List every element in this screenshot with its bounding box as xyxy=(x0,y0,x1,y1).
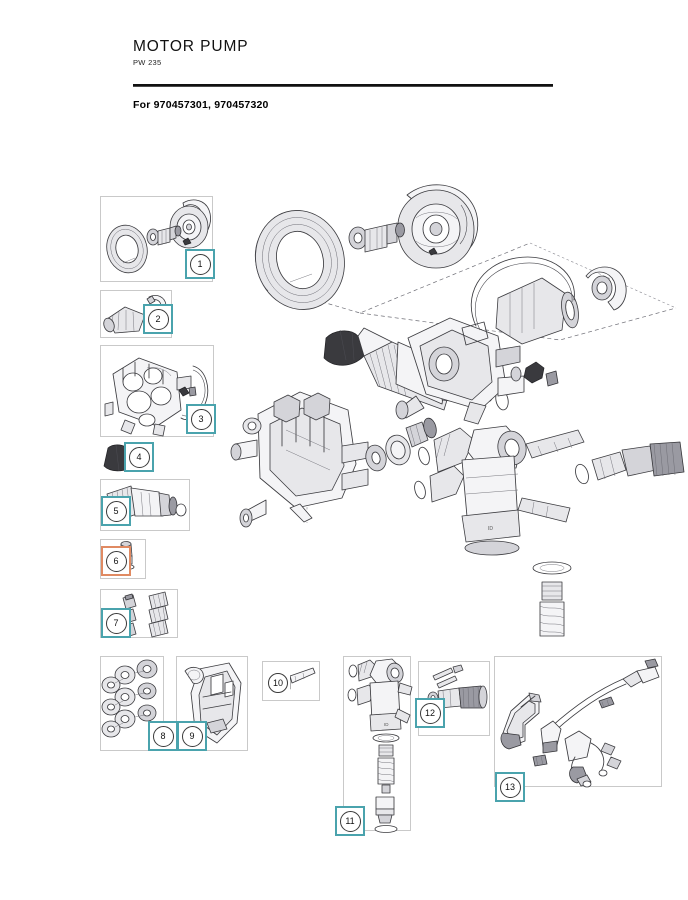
callout-ring-7: 7 xyxy=(105,612,127,634)
callout-badge-12[interactable]: 12 xyxy=(415,698,445,728)
callout-badge-13[interactable]: 13 xyxy=(495,772,525,802)
svg-text:ID: ID xyxy=(488,526,493,532)
callout-badge-5[interactable]: 5 xyxy=(101,496,131,526)
detail-panel-11[interactable]: ID xyxy=(343,656,413,833)
callout-ring-6: 6 xyxy=(105,550,127,572)
callout-badge-2[interactable]: 2 xyxy=(143,304,173,334)
callout-badge-8[interactable]: 8 xyxy=(148,721,178,751)
callout-number-13: 13 xyxy=(504,781,515,792)
callout-number-2: 2 xyxy=(155,313,161,324)
callout-ring-5: 5 xyxy=(105,500,127,522)
callout-number-4: 4 xyxy=(136,451,142,462)
callout-number-8: 8 xyxy=(160,730,166,741)
callout-number-1: 1 xyxy=(197,258,203,269)
callout-badge-4[interactable]: 4 xyxy=(124,442,154,472)
applies-to-line: For 970457301, 970457320 xyxy=(133,99,269,111)
callout-number-12: 12 xyxy=(424,707,435,718)
callout-ring-4: 4 xyxy=(128,446,150,468)
callout-badge-7[interactable]: 7 xyxy=(101,608,131,638)
document-header: MOTOR PUMP PW 235 xyxy=(133,38,553,67)
callout-ring-11: 11 xyxy=(339,810,361,832)
header-divider xyxy=(133,84,553,87)
callout-ring-12: 12 xyxy=(419,702,441,724)
callout-number-3: 3 xyxy=(198,413,204,424)
callout-ring-10: 10 xyxy=(268,673,288,693)
callout-badge-6[interactable]: 6 xyxy=(101,546,131,576)
callout-number-6: 6 xyxy=(113,555,119,566)
callout-ring-1: 1 xyxy=(189,253,211,275)
svg-text:ID: ID xyxy=(384,722,389,727)
callout-ring-13: 13 xyxy=(499,776,521,798)
callout-ring-2: 2 xyxy=(147,308,169,330)
page-title: MOTOR PUMP xyxy=(133,38,249,55)
callout-ring-9: 9 xyxy=(181,725,203,747)
callout-number-7: 7 xyxy=(113,617,119,628)
callout-ring-3: 3 xyxy=(190,408,212,430)
callout-number-11: 11 xyxy=(345,815,355,826)
model-subtitle: PW 235 xyxy=(133,58,162,68)
callout-badge-11[interactable]: 11 xyxy=(335,806,365,836)
main-exploded-diagram: ID xyxy=(230,178,685,638)
callout-badge-10[interactable]: 10 xyxy=(266,671,290,695)
callout-badge-9[interactable]: 9 xyxy=(177,721,207,751)
callout-badge-3[interactable]: 3 xyxy=(186,404,216,434)
callout-number-10: 10 xyxy=(272,677,283,688)
callout-badge-1[interactable]: 1 xyxy=(185,249,215,279)
detail-panel-13[interactable] xyxy=(494,656,662,788)
callout-number-9: 9 xyxy=(189,730,195,741)
callout-ring-8: 8 xyxy=(152,725,174,747)
callout-number-5: 5 xyxy=(113,505,119,516)
